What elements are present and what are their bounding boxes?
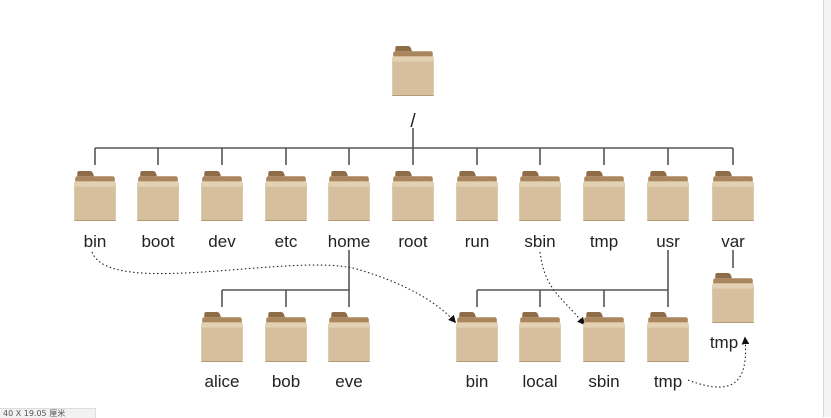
link-sbin-arrow <box>539 251 585 326</box>
top-level-folders: bin boot dev etc home root run sbin tmp … <box>74 171 754 251</box>
folder-icon[interactable] <box>456 312 498 362</box>
folder-icon[interactable] <box>647 171 689 221</box>
folder-label-usr-local: local <box>523 372 558 391</box>
folder-label-root: root <box>398 232 428 251</box>
usr-children: bin local sbin tmp <box>456 312 689 391</box>
folder-label-boot: boot <box>141 232 174 251</box>
folder-icon[interactable] <box>265 171 307 221</box>
status-bar: 40 X 19.05 厘米 <box>0 408 96 418</box>
link-usr-tmp-arrow <box>687 336 750 388</box>
folder-label-usr-bin: bin <box>466 372 489 391</box>
link-bin-arrow <box>91 251 457 324</box>
folder-label-home: home <box>328 232 371 251</box>
folder-label-usr: usr <box>656 232 680 251</box>
folder-icon[interactable] <box>583 312 625 362</box>
var-children: tmp <box>710 273 754 352</box>
folder-label-bob: bob <box>272 372 300 391</box>
folder-icon[interactable] <box>74 171 116 221</box>
folder-icon[interactable] <box>712 171 754 221</box>
folder-icon[interactable] <box>712 273 754 323</box>
folder-label-run: run <box>465 232 490 251</box>
folder-icon[interactable] <box>201 312 243 362</box>
folder-label-usr-sbin: sbin <box>588 372 619 391</box>
folder-icon[interactable] <box>519 312 561 362</box>
folder-icon[interactable] <box>392 171 434 221</box>
folder-label-usr-tmp: tmp <box>654 372 682 391</box>
folder-icon[interactable] <box>328 312 370 362</box>
folder-icon[interactable] <box>456 171 498 221</box>
folder-label-sbin: sbin <box>524 232 555 251</box>
root-label: / <box>410 111 416 132</box>
window-edge <box>823 0 831 417</box>
home-children: alice bob eve <box>201 312 370 391</box>
folder-icon[interactable] <box>328 171 370 221</box>
folder-label-var-tmp: tmp <box>710 333 738 352</box>
tree-lines <box>94 128 734 307</box>
folder-icon[interactable] <box>265 312 307 362</box>
folder-label-eve: eve <box>335 372 362 391</box>
folder-label-tmp: tmp <box>590 232 618 251</box>
folder-icon[interactable] <box>583 171 625 221</box>
folder-label-var: var <box>721 232 745 251</box>
folder-icon[interactable] <box>519 171 561 221</box>
root-folder-icon[interactable] <box>392 46 434 96</box>
folder-label-etc: etc <box>275 232 298 251</box>
folder-icon[interactable] <box>137 171 179 221</box>
folder-label-dev: dev <box>208 232 236 251</box>
folder-icon[interactable] <box>647 312 689 362</box>
folder-label-bin: bin <box>84 232 107 251</box>
folder-icon[interactable] <box>201 171 243 221</box>
folder-label-alice: alice <box>205 372 240 391</box>
